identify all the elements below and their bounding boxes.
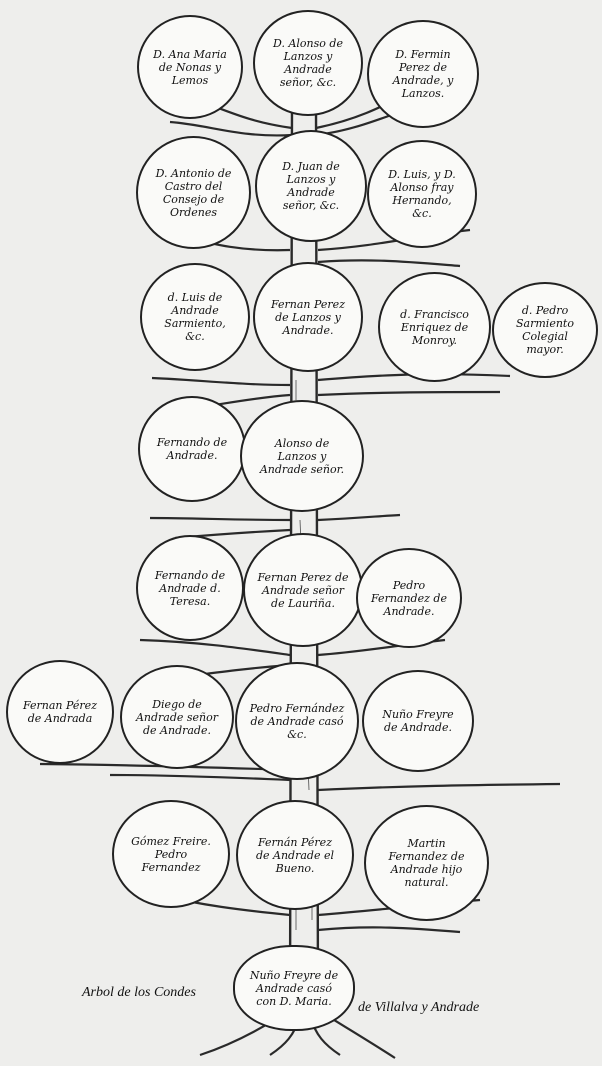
person-node: Fernando de Andrade.	[138, 396, 246, 502]
person-node: Alonso de Lanzos y Andrade señor.	[240, 400, 364, 512]
person-node: D. Alonso de Lanzos y Andrade señor, &c.	[253, 10, 363, 116]
branch-3b	[179, 390, 501, 412]
branch-2b	[317, 259, 461, 268]
person-node: D. Antonio de Castro del Consejo de Orde…	[136, 136, 251, 249]
person-node: Fernan Perez de Lanzos y Andrade.	[253, 262, 363, 372]
person-node: Fernan Perez de Andrade señor de Lauriña…	[243, 533, 363, 647]
person-node: Nuño Freyre de Andrade.	[362, 670, 474, 772]
person-node: Pedro Fernandez de Andrade.	[356, 548, 462, 648]
person-node: Pedro Fernández de Andrade casó &c.	[235, 662, 359, 780]
person-node: Gómez Freire. Pedro Fernandez	[112, 800, 230, 908]
person-node: D. Fermin Perez de Andrade, y Lanzos.	[367, 20, 479, 128]
branch-7b	[317, 926, 461, 934]
caption-right: de Villalva y Andrade	[358, 1000, 480, 1015]
person-node: Fernando de Andrade d. Teresa.	[136, 535, 244, 641]
person-node: d. Francisco Enriquez de Monroy.	[378, 272, 491, 382]
person-node: D. Ana Maria de Nonas y Lemos	[137, 15, 243, 119]
person-node: d. Luis de Andrade Sarmiento, &c.	[140, 263, 250, 371]
branch-6b	[109, 773, 291, 782]
person-node: D. Luis, y D. Alonso fray Hernando, &c.	[367, 140, 477, 248]
caption-left: Arbol de los Condes	[82, 985, 196, 1000]
person-node: Diego de Andrade señor de Andrade.	[120, 665, 234, 769]
root-person-node: Nuño Freyre de Andrade casó con D. Maria…	[233, 945, 355, 1031]
person-node: Fernan Pérez de Andrada	[6, 660, 114, 764]
person-node: Martin Fernandez de Andrade hijo natural…	[364, 805, 489, 921]
person-node: d. Pedro Sarmiento Colegial mayor.	[492, 282, 598, 378]
person-node: Fernán Pérez de Andrade el Bueno.	[236, 800, 354, 910]
branch-4	[149, 513, 401, 522]
person-node: D. Juan de Lanzos y Andrade señor, &c.	[255, 130, 367, 242]
